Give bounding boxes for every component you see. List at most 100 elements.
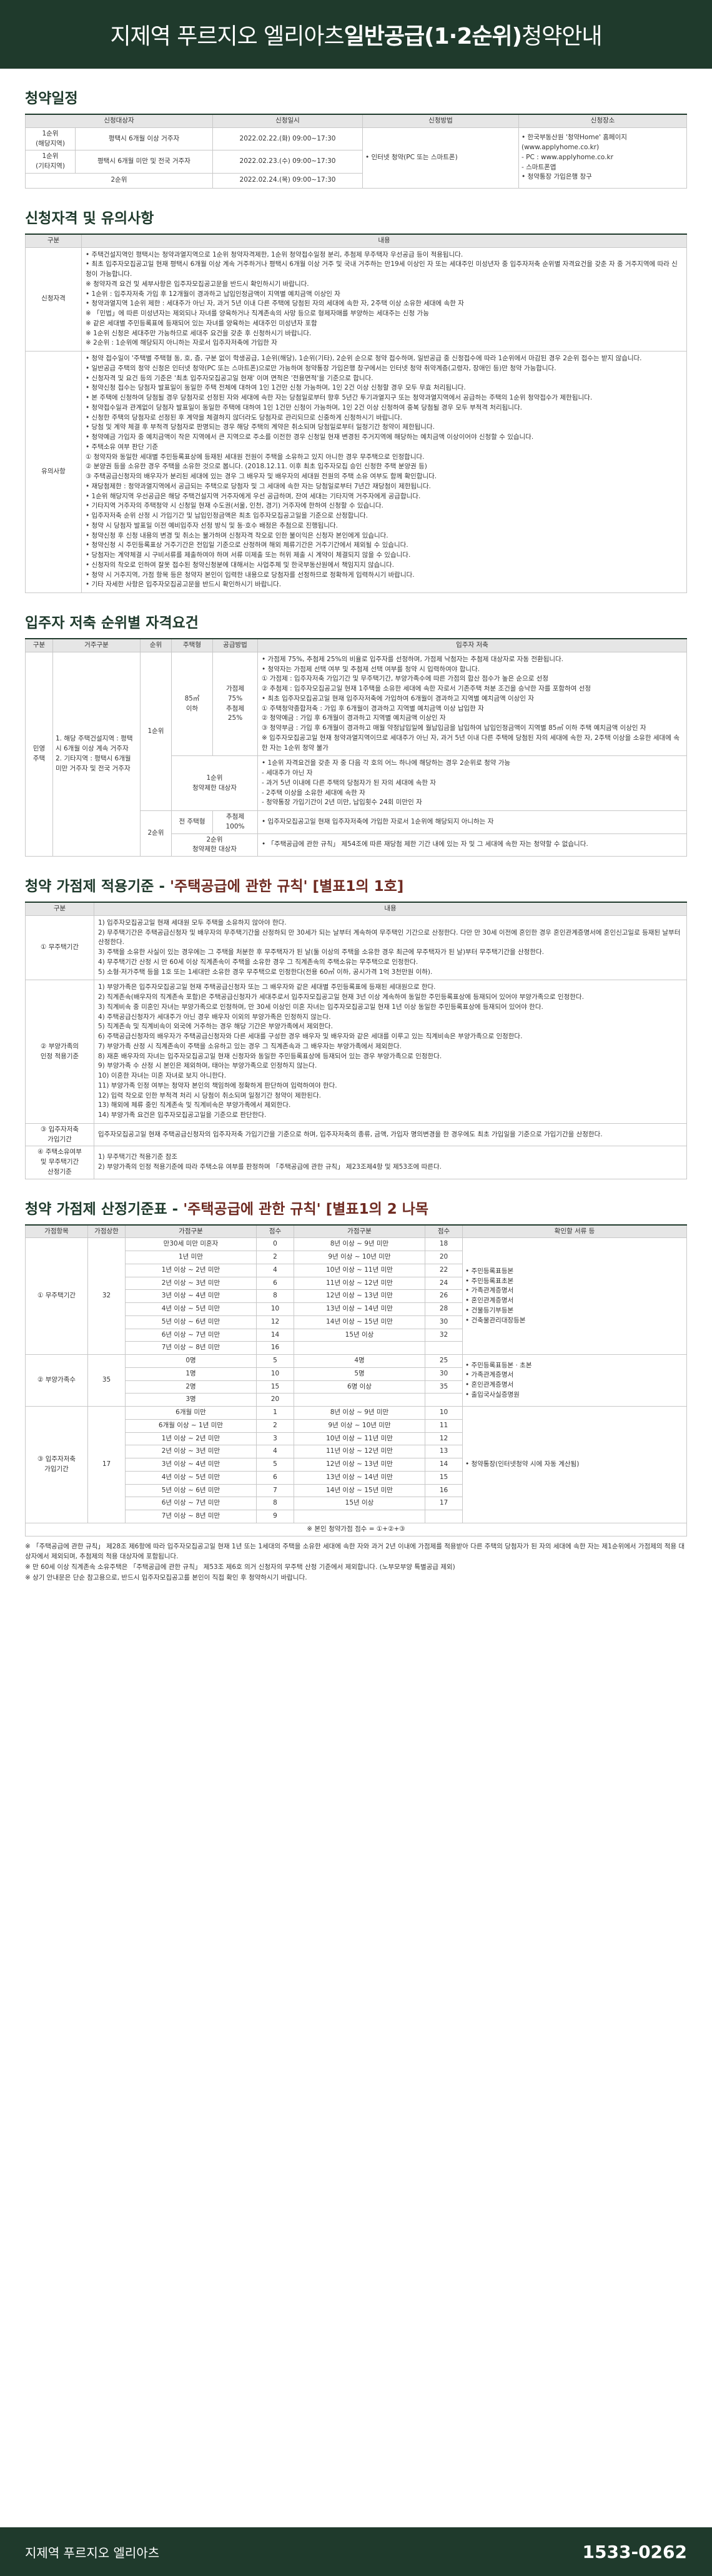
rank-type: 85㎡ 이하 — [171, 651, 213, 757]
score-points: 16 — [425, 1483, 463, 1498]
score-criteria: 10년 이상 ~ 11년 미만 — [294, 1263, 425, 1277]
score-criteria: 14년 이상 ~ 15년 미만 — [294, 1315, 425, 1329]
rank-header: 공급방법 — [212, 638, 258, 652]
score-criteria: 12년 이상 ~ 13년 미만 — [294, 1458, 425, 1472]
text-line: • 청약과열지역 1순위 제한 : 세대주가 아닌 자, 과거 5년 이내 다른… — [86, 300, 464, 308]
text-line: • 청약 시 당첨자 발표일 이전 예비입주자 선정 방식 및 동·호수 배정은… — [86, 521, 339, 529]
score-points: 0 — [256, 1237, 294, 1251]
text-line: ③ 주택공급신청자의 배우자가 분리된 세대에 있는 경우 그 배우자 및 배우… — [86, 473, 437, 480]
rank-group: 민영 주택 — [25, 651, 53, 857]
score-points: 2 — [256, 1251, 294, 1264]
notice-lines: • 청약 접수일이 '주택별 주택형 동, 호, 층, 구분 없이 학생공급, … — [86, 354, 683, 590]
nohome-content: 1) 입주자모집공고일 현재 세대원 모두 주택을 소유하지 않아야 한다.2)… — [94, 915, 687, 981]
schedule-group: 2순위 — [25, 172, 213, 189]
score-criteria: 13년 이상 ~ 14년 미만 — [294, 1470, 425, 1485]
text-line: • 재당첨제한 : 청약과열지역에서 공급되는 주택으로 당첨자 및 그 세대에… — [86, 482, 431, 490]
score-points: 12 — [425, 1432, 463, 1446]
text-line: • 당첨 및 계약 체결 후 부적격 당첨자로 판명되는 경우 해당 주택의 계… — [86, 423, 435, 431]
score-points: 26 — [425, 1289, 463, 1303]
score-criteria: 11년 이상 ~ 12년 미만 — [294, 1276, 425, 1290]
qualification-header: 구분 — [25, 234, 82, 248]
score-points: 17 — [425, 1497, 463, 1510]
score-header: 가점상한 — [87, 1224, 126, 1239]
footer-brand: 지제역 푸르지오 엘리아츠 — [25, 2545, 160, 2560]
score-points: 5 — [256, 1354, 294, 1368]
score-criteria: 4년 이상 ~ 5년 미만 — [125, 1470, 257, 1485]
score-criteria: 8년 이상 ~ 9년 미만 — [294, 1406, 425, 1420]
text-line: • 주택소유 여부 판단 기준 — [86, 443, 159, 451]
footer: 지제역 푸르지오 엘리아츠 1533-0262 — [0, 2527, 712, 2576]
banner-highlight: 일반공급(1·2순위) — [344, 24, 522, 49]
score-points: 9 — [256, 1510, 294, 1523]
score-header: 가점구분 — [125, 1224, 257, 1239]
score-criteria: 6년 이상 ~ 7년 미만 — [125, 1497, 257, 1510]
score-notes: ※ 「주택공급에 관한 규칙」 제28조 제6항에 따라 입주자모집공고일 현재… — [25, 1541, 687, 1583]
nohome-label: ② 부양가족의 인정 적용기준 — [25, 980, 94, 1124]
text-line: 1) 무주택기간 적용기준 참조 — [98, 1153, 178, 1161]
text-line: 4) 주택공급신청자가 세대주가 아닌 경우 배우자 이외의 부양가족은 인정하… — [98, 1013, 331, 1021]
notice-label: 유의사항 — [25, 351, 82, 593]
score-criteria: 9년 이상 ~ 10년 미만 — [294, 1418, 425, 1433]
text-line: 3) 직계비속 중 미혼인 자녀는 부양가족으로 인정하며, 만 30세 이상인… — [98, 1003, 543, 1011]
score-criteria: 1년 이상 ~ 2년 미만 — [125, 1263, 257, 1277]
rank-cell: • 가점제 75%, 추첨제 25%의 비율로 입주자를 선정하며, 가점제 낙… — [257, 651, 687, 757]
score-title-b: '주택공급에 관한 규칙' [별표1의 2 나목 — [183, 1201, 429, 1217]
text-line: • 일반공급 주택의 청약 신청은 인터넷 청약(PC 또는 스마트폰)으로만 … — [86, 364, 556, 372]
text-line: • 청약 접수일이 '주택별 주택형 동, 호, 층, 구분 없이 학생공급, … — [86, 355, 642, 362]
score-criteria: 15년 이상 — [294, 1328, 425, 1342]
score-points: 8 — [256, 1289, 294, 1303]
nohome-row: ② 부양가족의 인정 적용기준 1) 부양가족은 입주자모집공고일 현재 주택공급… — [25, 980, 687, 1124]
text-line: • 당첨자는 계약체결 시 구비서류를 제출하여야 하며 서류 미제출 또는 허… — [86, 551, 411, 559]
score-criteria: 2명 — [125, 1380, 257, 1394]
rank-header: 거주구분 — [52, 638, 141, 652]
score-points: 2 — [256, 1418, 294, 1433]
score-criteria — [294, 1341, 425, 1355]
score-points: 10 — [256, 1367, 294, 1381]
score-points: 24 — [425, 1276, 463, 1290]
text-line: • 최초 입주자모집공고일 현재 입주자저축에 가입하여 6개월이 경과하고 지… — [262, 694, 534, 702]
text-line: 13) 해외에 체류 중인 직계존속 및 직계비속은 부양가족에서 제외한다. — [98, 1101, 291, 1109]
score-points: 11 — [425, 1418, 463, 1433]
text-line: • 청약예금 가입자 중 예치금액이 작은 지역에서 큰 지역으로 주소를 이전… — [86, 433, 534, 441]
text-line: • 청약 시 거주지역, 가점 항목 등은 청약자 본인이 입력한 내용으로 당… — [86, 571, 415, 579]
rank-header: 입주자 저축 — [257, 638, 687, 652]
nohome-header: 구분 — [25, 902, 94, 916]
text-line: 입주자모집공고일 현재 주택공급신청자의 입주자저축 가입기간을 기준으로 하며… — [98, 1130, 603, 1138]
score-criteria: 2년 이상 ~ 3년 미만 — [125, 1445, 257, 1458]
text-line: ※ 「주택공급에 관한 규칙」 제28조 제6항에 따라 입주자모집공고일 현재… — [25, 1542, 685, 1561]
qualification-content: • 주택건설지역인 평택시는 청약과열지역으로 1순위 청약자격제한, 1순위 … — [81, 247, 687, 351]
score-points: 15 — [425, 1470, 463, 1485]
text-line: 2) 무주택기간은 주택공급신청자 및 배우자의 무주택기간을 산정하되 만 3… — [98, 928, 681, 946]
score-criteria: 6개월 미만 — [125, 1406, 257, 1420]
text-line: ③ 청약부금 : 가입 후 6개월이 경과하고 매월 약정납입일에 월납입금을 … — [262, 724, 646, 732]
schedule-table: 신청대상자 신청일시 신청방법 신청장소 1순위 (해당지역) 평택시 6개월 … — [25, 114, 687, 189]
text-line: 14) 부양가족 요건은 입주자모집공고일을 기준으로 판단한다. — [98, 1111, 267, 1119]
text-line: ※ 상기 안내문은 단순 참고용으로, 반드시 입주자모집공고를 본인이 직접 … — [25, 1573, 307, 1581]
text-line: 1) 부양가족은 입주자모집공고일 현재 주택공급신청자 또는 그 배우자와 같… — [98, 983, 436, 991]
text-line: 10) 이혼한 자녀는 미혼 자녀로 보지 아니한다. — [98, 1072, 227, 1079]
score-criteria: 6명 이상 — [294, 1380, 425, 1394]
score-header: 가점구분 — [294, 1224, 425, 1239]
text-line: • 신청자격 및 요건 등의 기준은 '최초 입주자모집공고일 현재' 이며 면… — [86, 374, 373, 382]
score-criteria: 15년 이상 — [294, 1497, 425, 1510]
text-line: • 청약신청 접수는 당첨자 발표일이 동일한 주택 전체에 대하여 1인 1건… — [86, 384, 466, 392]
score-points: 10 — [425, 1406, 463, 1420]
schedule-header: 신청일시 — [212, 114, 363, 128]
qualification-lines: • 주택건설지역인 평택시는 청약과열지역으로 1순위 청약자격제한, 1순위 … — [86, 250, 683, 349]
text-line: 7) 부양가족 산정 시 직계존속이 주택을 소유하고 있는 경우 그 직계존속… — [98, 1042, 402, 1050]
text-line: ※ 입주자모집공고일 현재 청약과열지역이므로 세대주가 아닌 자, 과거 5년… — [262, 734, 680, 752]
rank-header: 주택형 — [171, 638, 213, 652]
schedule-target: 평택시 6개월 이상 거주자 — [75, 127, 213, 151]
text-line: ② 분양권 등을 소유한 경우 주택을 소유한 것으로 봅니다. (2018.1… — [86, 463, 427, 471]
banner-suffix: 청약안내 — [522, 24, 602, 49]
